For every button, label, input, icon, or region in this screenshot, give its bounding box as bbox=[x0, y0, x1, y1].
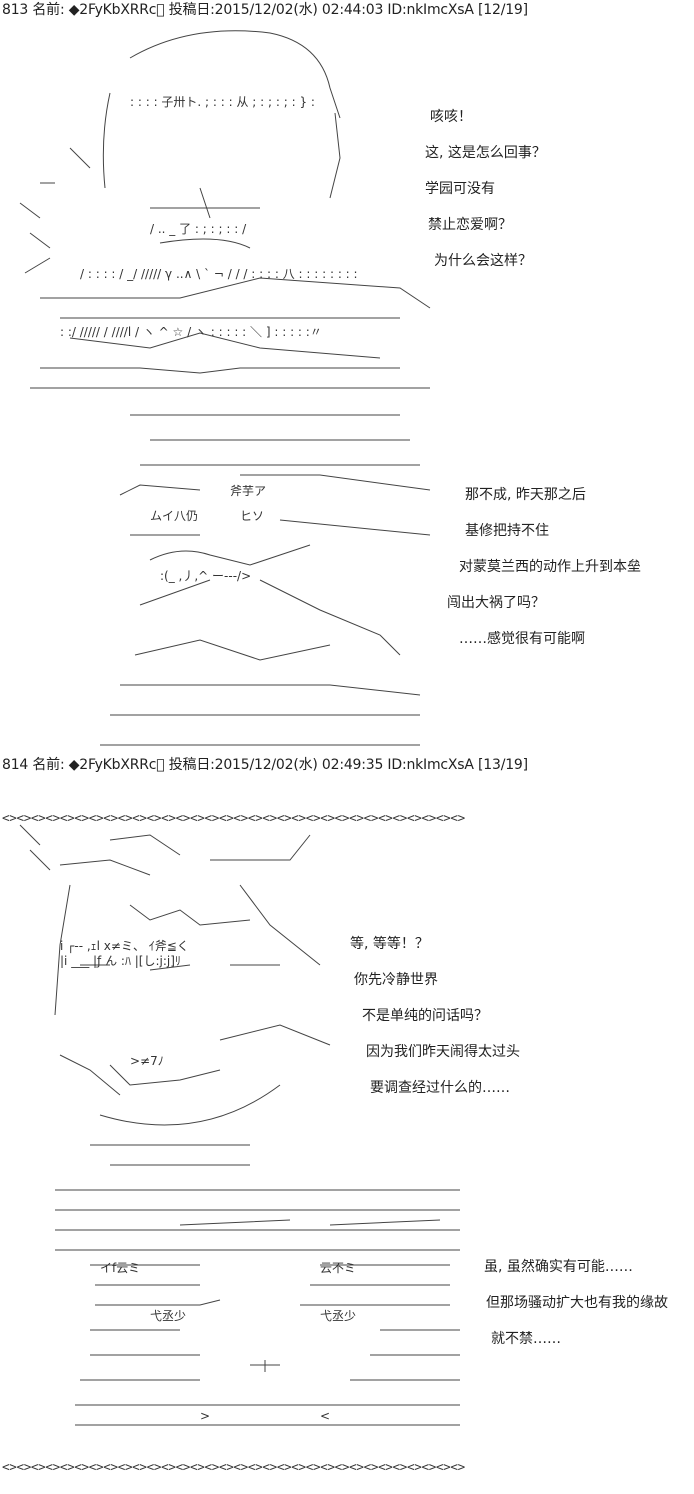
ascii-art-panel-4: イf云ミ 云不ミ 弋丞少 弋丞少 > < bbox=[55, 1189, 460, 1426]
dialog-line: 虽, 虽然确实有可能…… bbox=[484, 1259, 633, 1275]
svg-text:ムイ八仍: ムイ八仍 bbox=[150, 509, 198, 523]
dialog-line: 要调查经过什么的…… bbox=[370, 1080, 510, 1096]
dialog-line: 那不成, 昨天那之后 bbox=[465, 487, 586, 503]
svg-text:|i ___ |ƒ ん :ﾊ |[し:j:j]ﾘ: |i ___ |ƒ ん :ﾊ |[し:j:j]ﾘ bbox=[60, 954, 181, 968]
dialog-line: 咳咳！ bbox=[430, 109, 472, 125]
svg-text:斧芋ア: 斧芋ア bbox=[230, 484, 266, 498]
svg-text:ヒソ: ヒソ bbox=[240, 509, 264, 523]
dialog-line: 基修把持不住 bbox=[465, 523, 549, 539]
svg-text:: : : : 子卅ト. ; : : : 从 ; : ; :: : : : : 子卅ト. ; : : : 从 ; : ; : ; : } : bbox=[130, 95, 315, 109]
dialog-line: 为什么会这样？ bbox=[434, 253, 532, 269]
dialog-line: 不是单纯的问话吗？ bbox=[362, 1008, 488, 1024]
divider-bottom: <><><><><><><><><><><><><><><><><><><><>… bbox=[2, 1459, 465, 1474]
svg-text:云不ミ: 云不ミ bbox=[320, 1261, 356, 1275]
svg-text:>: > bbox=[200, 1409, 210, 1423]
dialog-line: 你先冷静世界 bbox=[354, 972, 438, 988]
svg-text:i ┌‐‐ ,ｪl x≠ミ、 ｲ斧≦く: i ┌‐‐ ,ｪl x≠ミ、 ｲ斧≦く bbox=[60, 939, 189, 953]
divider-top: <><><><><><><><><><><><><><><><><><><><>… bbox=[2, 810, 465, 825]
dialog-line: 闯出大祸了吗？ bbox=[447, 595, 545, 611]
dialog-line: 但那场骚动扩大也有我的缘故 bbox=[486, 1295, 668, 1311]
post-header-813: 813 名前: ◆2FyKbXRRc  投稿日:2015/12/02(水) 02… bbox=[2, 2, 528, 18]
dialog-line: 禁止恋爱啊？ bbox=[428, 217, 512, 233]
dialog-line: 因为我们昨天闹得太过头 bbox=[366, 1044, 520, 1060]
dialog-line: 就不禁…… bbox=[491, 1331, 561, 1347]
svg-text:イf云ミ: イf云ミ bbox=[100, 1261, 140, 1275]
svg-text:/ .. _ 了 : ; : ; : : /: / .. _ 了 : ; : ; : : / bbox=[150, 222, 247, 236]
dialog-line: ……感觉很有可能啊 bbox=[459, 631, 585, 647]
post-header-814: 814 名前: ◆2FyKbXRRc  投稿日:2015/12/02(水) 02… bbox=[2, 757, 528, 773]
dialog-line: 对蒙莫兰西的动作上升到本垒 bbox=[459, 559, 641, 575]
ascii-art-panel-3: i ┌‐‐ ,ｪl x≠ミ、 ｲ斧≦く |i ___ |ƒ ん :ﾊ |[し:j… bbox=[19, 824, 331, 1166]
svg-text:弋丞少: 弋丞少 bbox=[320, 1309, 356, 1323]
svg-text::(_ ,丿,^ ー---/>: :(_ ,丿,^ ー---/> bbox=[160, 569, 251, 583]
svg-text:>≠7ﾉ: >≠7ﾉ bbox=[130, 1054, 164, 1068]
svg-text:弋丞少: 弋丞少 bbox=[150, 1309, 186, 1323]
svg-text:<: < bbox=[320, 1409, 330, 1423]
dialog-line: 等, 等等！？ bbox=[350, 936, 429, 952]
dialog-line: 这, 这是怎么回事？ bbox=[425, 145, 546, 161]
svg-text:/ : : : : / _/ ///// γ ..∧ \ `: / : : : : / _/ ///// γ ..∧ \ ` ¬ / / / :… bbox=[80, 267, 358, 281]
dialog-line: 学园可没有 bbox=[425, 181, 495, 197]
svg-text:: :/ ///// / ////l / ヽ ^ ☆ /: : :/ ///// / ////l / ヽ ^ ☆ / ヽ : : : : :… bbox=[60, 325, 322, 339]
ascii-art-panel-1: : : : : 子卅ト. ; : : : 从 ; : ; : ; : } : /… bbox=[19, 30, 431, 389]
ascii-art-panel-2: 斧芋ア ヒソ ムイ八仍 :(_ ,丿,^ ー---/> bbox=[100, 414, 431, 746]
